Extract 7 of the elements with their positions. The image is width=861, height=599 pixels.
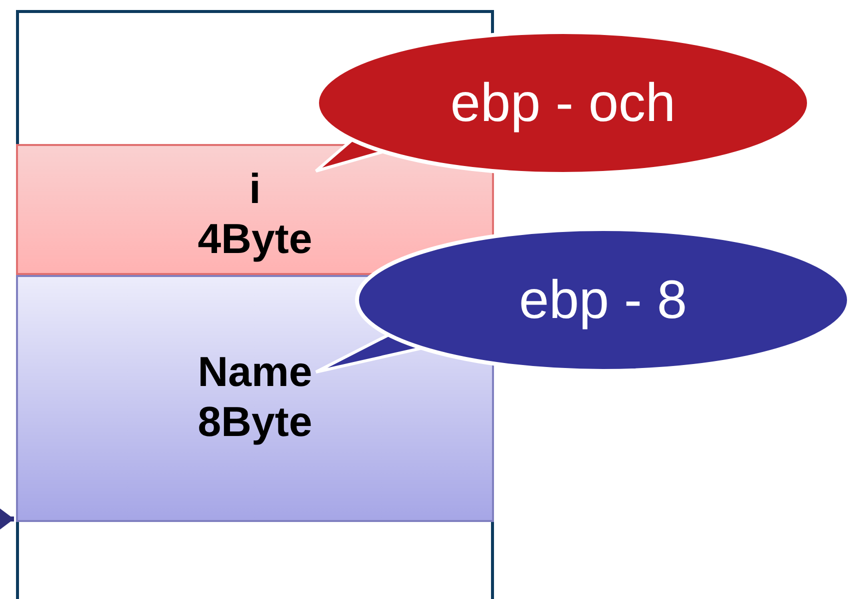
bubble-text: ebp - och (450, 72, 676, 134)
bubble-text: ebp - 8 (518, 269, 688, 331)
memory-block (16, 144, 494, 275)
block-label: 4Byte (196, 214, 314, 264)
block-label: 8Byte (196, 397, 314, 447)
block-label: Name (196, 347, 314, 397)
block-label: i (248, 164, 262, 214)
